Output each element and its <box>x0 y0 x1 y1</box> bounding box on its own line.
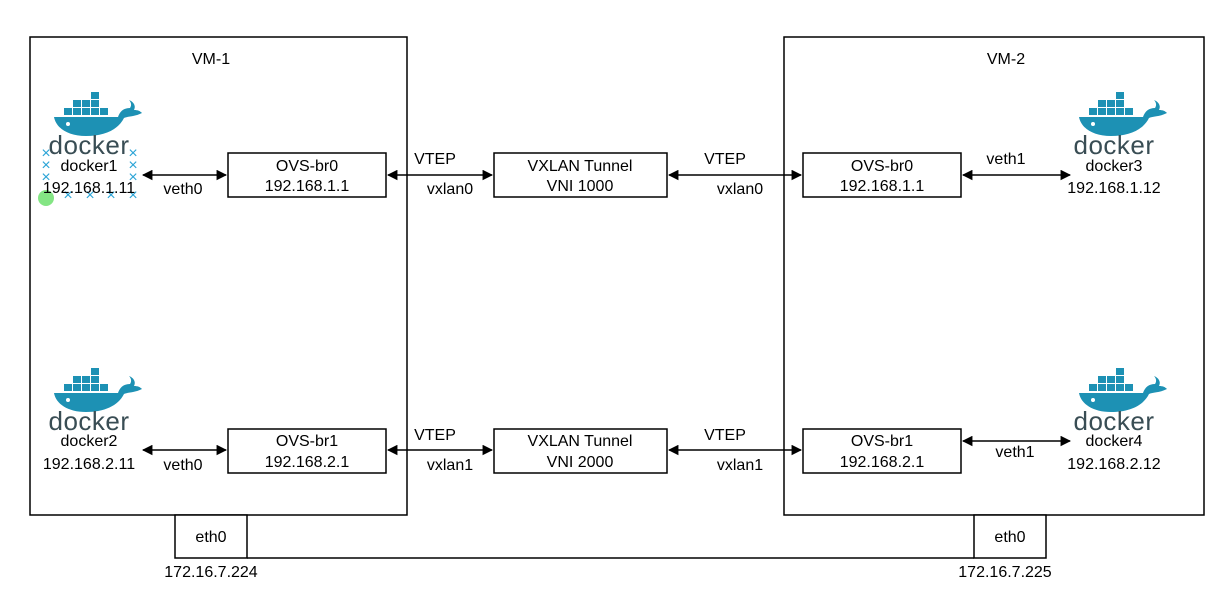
vtep-left0-label: VTEP <box>414 151 456 168</box>
vtep-right0-label: VTEP <box>704 151 746 168</box>
vm2-ovs-br0-ip: 192.168.1.1 <box>840 178 925 195</box>
tunnel1-vni: VNI 2000 <box>547 454 614 471</box>
docker3-logo: docker <box>1073 92 1167 160</box>
vm1-ovs-br0 <box>227 152 387 198</box>
docker1-selection[interactable]: × × × × × × × × × × <box>38 145 138 206</box>
vm2-ovs-br1-name: OVS-br1 <box>851 433 913 450</box>
tunnel0-name: VXLAN Tunnel <box>528 158 633 175</box>
docker2-name: docker2 <box>61 433 118 450</box>
docker1-logo: docker <box>48 92 142 160</box>
veth-docker4-label: veth1 <box>995 444 1034 461</box>
svg-text:docker: docker <box>48 406 129 436</box>
docker2-logo: docker <box>48 368 142 436</box>
vm1-ovs-br1-name: OVS-br1 <box>276 433 338 450</box>
veth-docker2-label: veth0 <box>163 457 202 474</box>
svg-text:docker: docker <box>1073 406 1154 436</box>
vm1-ovs-br0-ip: 192.168.1.1 <box>265 178 350 195</box>
svg-text:×: × <box>128 157 137 174</box>
vxlan-left0-label: vxlan0 <box>427 181 473 198</box>
vm2-title: VM-2 <box>987 51 1025 68</box>
vm2-eth0-label: eth0 <box>994 529 1025 546</box>
tunnel0-vni: VNI 1000 <box>547 178 614 195</box>
veth-docker1-label: veth0 <box>163 181 202 198</box>
selection-handle[interactable] <box>38 190 54 206</box>
vm1-ovs-br0-name: OVS-br0 <box>276 158 338 175</box>
vm1-eth0-ip: 172.16.7.224 <box>164 564 258 581</box>
vtep-right1-label: VTEP <box>704 427 746 444</box>
vm2-ovs-br1-ip: 192.168.2.1 <box>840 454 925 471</box>
vm1-eth0-box <box>174 514 248 559</box>
svg-text:×: × <box>85 187 94 204</box>
vm1-ovs-br1-ip: 192.168.2.1 <box>265 454 350 471</box>
docker2-ip: 192.168.2.11 <box>43 456 135 473</box>
docker3-ip: 192.168.1.12 <box>1067 180 1161 197</box>
svg-text:×: × <box>128 187 137 204</box>
svg-text:×: × <box>41 145 50 162</box>
svg-text:docker: docker <box>1073 130 1154 160</box>
veth-docker3-label: veth1 <box>986 151 1025 168</box>
vm1-title: VM-1 <box>192 51 230 68</box>
svg-text:×: × <box>41 169 50 186</box>
svg-text:docker: docker <box>48 130 129 160</box>
vm1-eth0-label: eth0 <box>195 529 226 546</box>
vxlan-tunnel-2000 <box>493 428 668 474</box>
vm1-ovs-br1 <box>227 428 387 474</box>
docker4-ip: 192.168.2.12 <box>1067 456 1161 473</box>
docker1-ip: 192.168.1.11 <box>43 180 135 197</box>
svg-text:×: × <box>128 169 137 186</box>
svg-text:×: × <box>106 187 115 204</box>
vxlan-tunnel-1000 <box>493 152 668 198</box>
docker4-logo: docker <box>1073 368 1167 436</box>
svg-text:×: × <box>63 187 72 204</box>
vm2-ovs-br0 <box>802 152 962 198</box>
vm2-eth0-ip: 172.16.7.225 <box>958 564 1052 581</box>
vm2-ovs-br1 <box>802 428 962 474</box>
docker3-name: docker3 <box>1086 158 1143 175</box>
vxlan-right1-label: vxlan1 <box>717 457 763 474</box>
docker1-name: docker1 <box>61 158 118 175</box>
vtep-left1-label: VTEP <box>414 427 456 444</box>
vxlan-right0-label: vxlan0 <box>717 181 763 198</box>
svg-text:×: × <box>41 157 50 174</box>
svg-text:×: × <box>128 145 137 162</box>
vm2-eth0-box <box>973 514 1047 559</box>
vxlan-left1-label: vxlan1 <box>427 457 473 474</box>
tunnel1-name: VXLAN Tunnel <box>528 433 633 450</box>
docker4-name: docker4 <box>1086 433 1143 450</box>
vm2-ovs-br0-name: OVS-br0 <box>851 158 913 175</box>
